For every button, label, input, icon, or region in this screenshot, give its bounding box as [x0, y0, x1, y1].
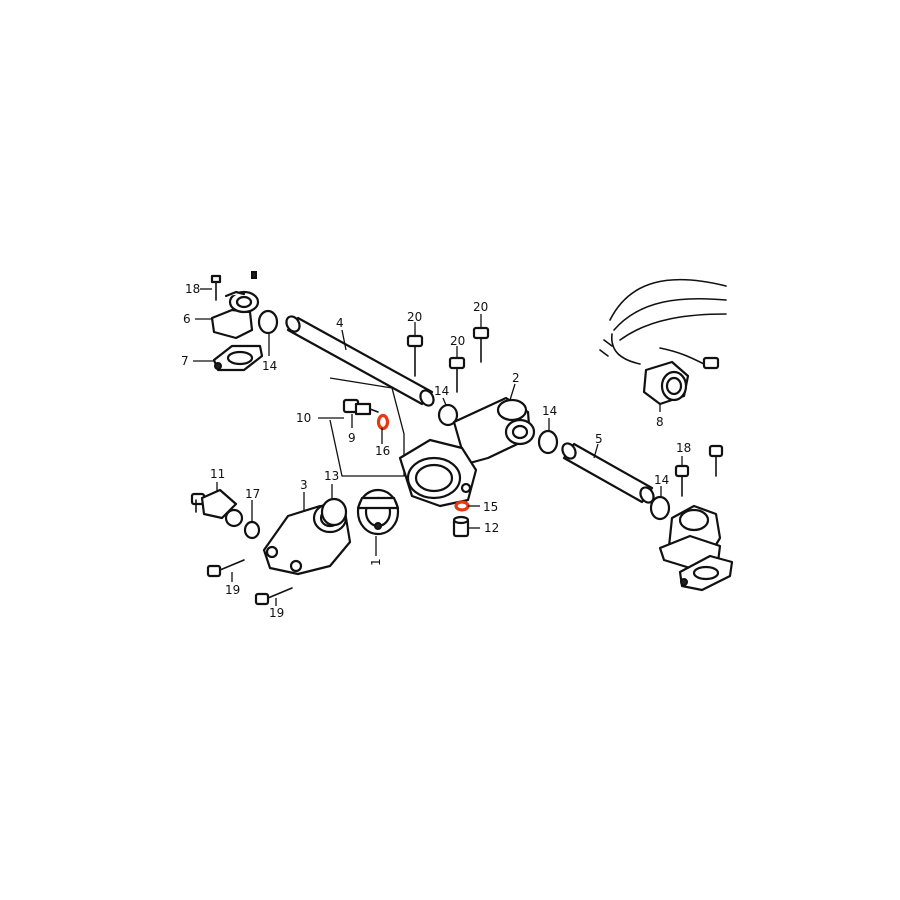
switch-11 — [190, 488, 244, 528]
callout-3: 3 — [300, 478, 308, 492]
gasket-right — [678, 554, 734, 592]
water-pipe-4 — [285, 315, 435, 407]
o-ring-14-center — [437, 403, 459, 427]
callout-5: 5 — [595, 432, 603, 446]
sensor-9 — [342, 398, 379, 416]
callout-labels: 18 6 7 14 4 20 20 20 14 2 14 5 8 18 14 1… — [181, 282, 691, 620]
callout-14-far-right: 14 — [654, 473, 669, 487]
callout-18-top-left: 18 — [185, 282, 200, 296]
wiring-harness-8 — [599, 278, 727, 406]
bolt-20-middle — [448, 356, 466, 393]
o-ring-14-left — [257, 309, 279, 335]
thermostat-housing-2 — [398, 396, 536, 508]
o-ring-13 — [320, 497, 348, 527]
callout-1: 1 — [369, 558, 383, 566]
dowel-pin-12 — [452, 515, 470, 538]
callout-14-right: 14 — [542, 404, 557, 418]
bolt-19-right — [254, 587, 293, 606]
callout-20-left: 20 — [407, 310, 422, 324]
callout-14-center: 14 — [434, 384, 449, 398]
callout-2: 2 — [512, 371, 520, 385]
bracket-10 — [329, 377, 405, 477]
bolt-18-right — [674, 464, 690, 497]
callout-16: 16 — [375, 444, 390, 458]
bolt-18-top-left — [210, 274, 222, 301]
callout-12: 12 — [484, 521, 499, 535]
callout-14-left: 14 — [262, 359, 277, 373]
callout-6: 6 — [183, 312, 191, 326]
o-ring-17 — [243, 520, 261, 540]
callout-4: 4 — [336, 316, 344, 330]
bolt-19-left — [206, 559, 245, 578]
callout-20-right: 20 — [473, 300, 488, 314]
callout-18-right: 18 — [676, 441, 691, 455]
callout-19-left: 19 — [225, 583, 240, 597]
callout-10: 10 — [296, 411, 311, 425]
callout-20-middle: 20 — [450, 334, 465, 348]
callout-15: 15 — [483, 500, 498, 514]
leader-lines — [193, 288, 683, 606]
joint-6 — [210, 290, 260, 340]
bolt-20-left — [406, 334, 424, 377]
o-ring-14-right — [537, 429, 559, 455]
o-ring-16-highlighted — [376, 413, 390, 431]
callout-9: 9 — [348, 431, 356, 445]
water-pipe-5 — [561, 442, 655, 504]
gasket-7 — [212, 344, 264, 372]
callout-7: 7 — [181, 354, 189, 368]
o-ring-14-far-right — [649, 495, 671, 521]
thermostat-1 — [356, 488, 400, 536]
bolt-far-right — [708, 444, 724, 477]
callout-17: 17 — [245, 487, 260, 501]
small-bolt-tip — [251, 271, 257, 279]
callout-13: 13 — [324, 469, 339, 483]
o-ring-15-highlighted — [454, 500, 470, 512]
callout-11: 11 — [210, 467, 225, 481]
callout-19-right: 19 — [269, 606, 284, 620]
callout-8: 8 — [656, 415, 664, 429]
bolt-20-right — [472, 326, 490, 363]
